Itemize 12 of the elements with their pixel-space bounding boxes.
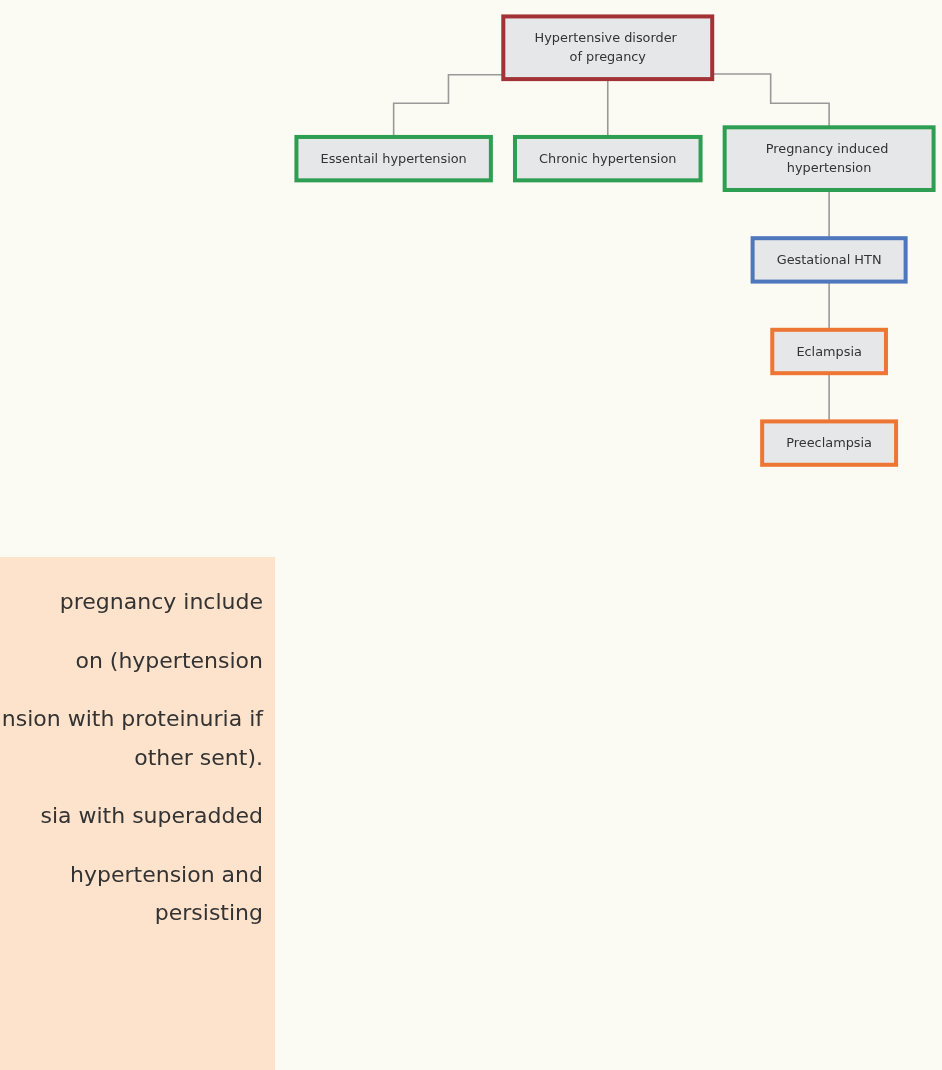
note-text: nsion with proteinuria if other sent). xyxy=(0,705,263,772)
node-box: Pregnancy induced hypertension xyxy=(722,125,936,192)
node-box: Hypertensive disorder of pregancy xyxy=(501,14,715,82)
node-box: Eclampsia xyxy=(770,327,888,376)
node-box: Gestational HTN xyxy=(750,236,908,284)
note-text: on (hypertension xyxy=(74,646,263,675)
note-text: pregnancy include xyxy=(58,588,263,616)
node-box: Essentail hypertension xyxy=(294,134,493,183)
note-text: sia with superadded xyxy=(39,802,263,830)
note-text: hypertension and persisting xyxy=(69,860,263,927)
node-box: Chronic hypertension xyxy=(512,134,703,183)
node-box: Preeclampsia xyxy=(760,419,899,467)
